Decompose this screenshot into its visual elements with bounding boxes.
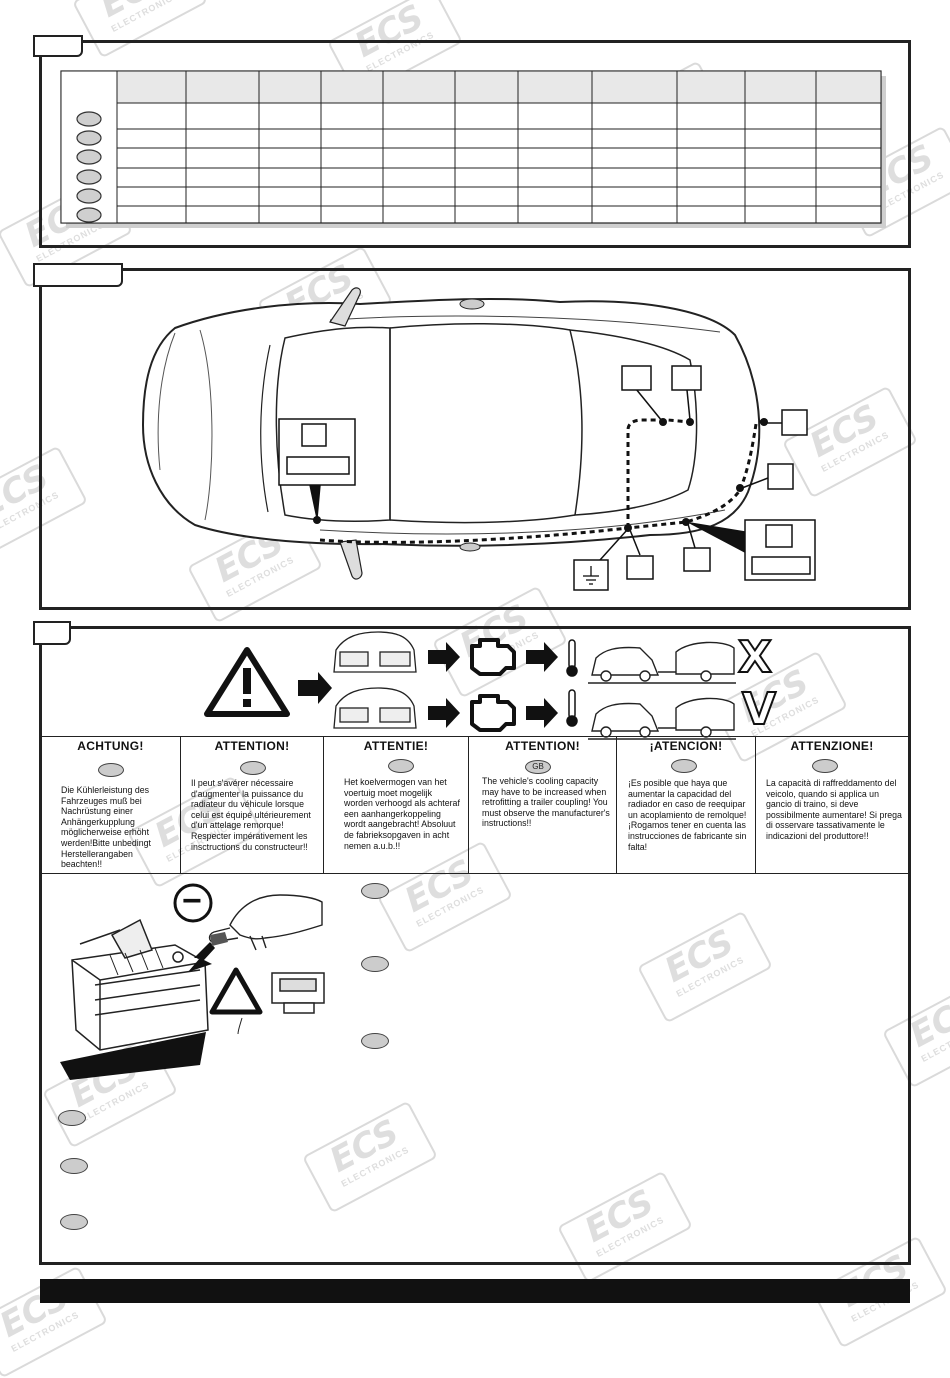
language-text: Il peut s'avérer nécessaire d'augmenter … xyxy=(191,778,311,852)
step-oval-badge xyxy=(361,1033,389,1049)
step-oval-badge xyxy=(361,883,389,899)
language-title: ATTENTION! xyxy=(505,739,580,753)
fitting-table xyxy=(60,70,886,228)
car-front-icon xyxy=(333,631,417,729)
language-column-de: ACHTUNG! Die Kühlerleistung des Fahrzeug… xyxy=(41,737,181,873)
minus-symbol: − xyxy=(182,882,202,920)
arrow-icon xyxy=(298,672,332,704)
language-grid-bottom-line xyxy=(41,873,909,874)
radio-icon xyxy=(271,972,325,1014)
country-oval-badge xyxy=(812,759,838,773)
language-column-fr: ATTENTION! Il peut s'avérer nécessaire d… xyxy=(181,737,324,873)
minus-circle-icon xyxy=(173,883,213,923)
hand-icon xyxy=(229,894,323,940)
language-column-es: ¡ATENCION! ¡Es posible que haya que aume… xyxy=(617,737,756,873)
step-oval-badge xyxy=(60,1158,88,1174)
step-oval-badge xyxy=(60,1214,88,1230)
callout-box-6 xyxy=(683,547,711,572)
arrow-up-icon xyxy=(188,942,215,972)
callout-box-2 xyxy=(671,365,702,391)
language-column-nl: ATTENTIE! Het koelvermogen van het voert… xyxy=(324,737,469,873)
language-title: ATTENTIE! xyxy=(363,739,429,753)
step-oval-badge xyxy=(58,1110,86,1126)
language-text: La capacità di raffreddamento del veicol… xyxy=(766,778,902,841)
section-tab xyxy=(33,263,123,287)
arrow-icon xyxy=(526,698,558,728)
language-title: ATTENTION! xyxy=(214,739,290,753)
country-oval-badge xyxy=(98,763,124,777)
right-mirror xyxy=(339,539,363,580)
language-text: The vehicle's cooling capacity may have … xyxy=(482,776,610,829)
country-oval-badge xyxy=(240,761,266,775)
good-mark-icon: V xyxy=(741,683,777,736)
arrow-icon xyxy=(428,698,460,728)
language-title: ATTENZIONE! xyxy=(790,739,874,753)
step-oval-badge xyxy=(361,956,389,972)
country-oval-badge: GB xyxy=(525,760,551,774)
thermometer-icon xyxy=(566,639,578,727)
country-oval-badge xyxy=(388,759,414,773)
callout-box-5 xyxy=(626,555,654,580)
callout-box-3 xyxy=(781,409,808,436)
language-grid-top-line xyxy=(41,736,909,737)
cooling-warning-pictograms xyxy=(204,631,736,740)
section-tab xyxy=(33,35,83,57)
battery-disconnect-illustration xyxy=(60,883,325,1080)
car-wiring-diagram xyxy=(141,287,816,591)
language-text: Die Kühlerleistung des Fahrzeuges muß be… xyxy=(61,785,151,870)
section-table-frame xyxy=(39,40,911,248)
footer-bar xyxy=(40,1279,910,1303)
callout-box-1 xyxy=(621,365,652,391)
left-mirror xyxy=(329,287,361,327)
bad-mark-icon: X xyxy=(737,631,773,684)
warning-triangle-icon xyxy=(209,967,263,1015)
section-warning-frame xyxy=(39,626,911,1265)
section-tab xyxy=(33,621,71,645)
arrow-icon xyxy=(526,642,558,672)
callout-box-4 xyxy=(767,463,794,490)
language-text: Het koelvermogen van het voertuig moet m… xyxy=(344,777,460,851)
language-column-it: ATTENZIONE! La capacità di raffreddament… xyxy=(756,737,909,873)
language-text: ¡Es posible que haya que aumentar la cap… xyxy=(628,778,747,852)
language-title: ¡ATENCION! xyxy=(649,739,723,753)
country-oval-badge xyxy=(671,759,697,773)
car-caravan-icon xyxy=(588,641,736,740)
section-car-frame xyxy=(39,268,911,610)
language-title: ACHTUNG! xyxy=(77,739,144,753)
arrow-icon xyxy=(428,642,460,672)
engine-icon xyxy=(470,638,516,732)
language-column-gb: ATTENTION! GB The vehicle's cooling capa… xyxy=(469,737,617,873)
